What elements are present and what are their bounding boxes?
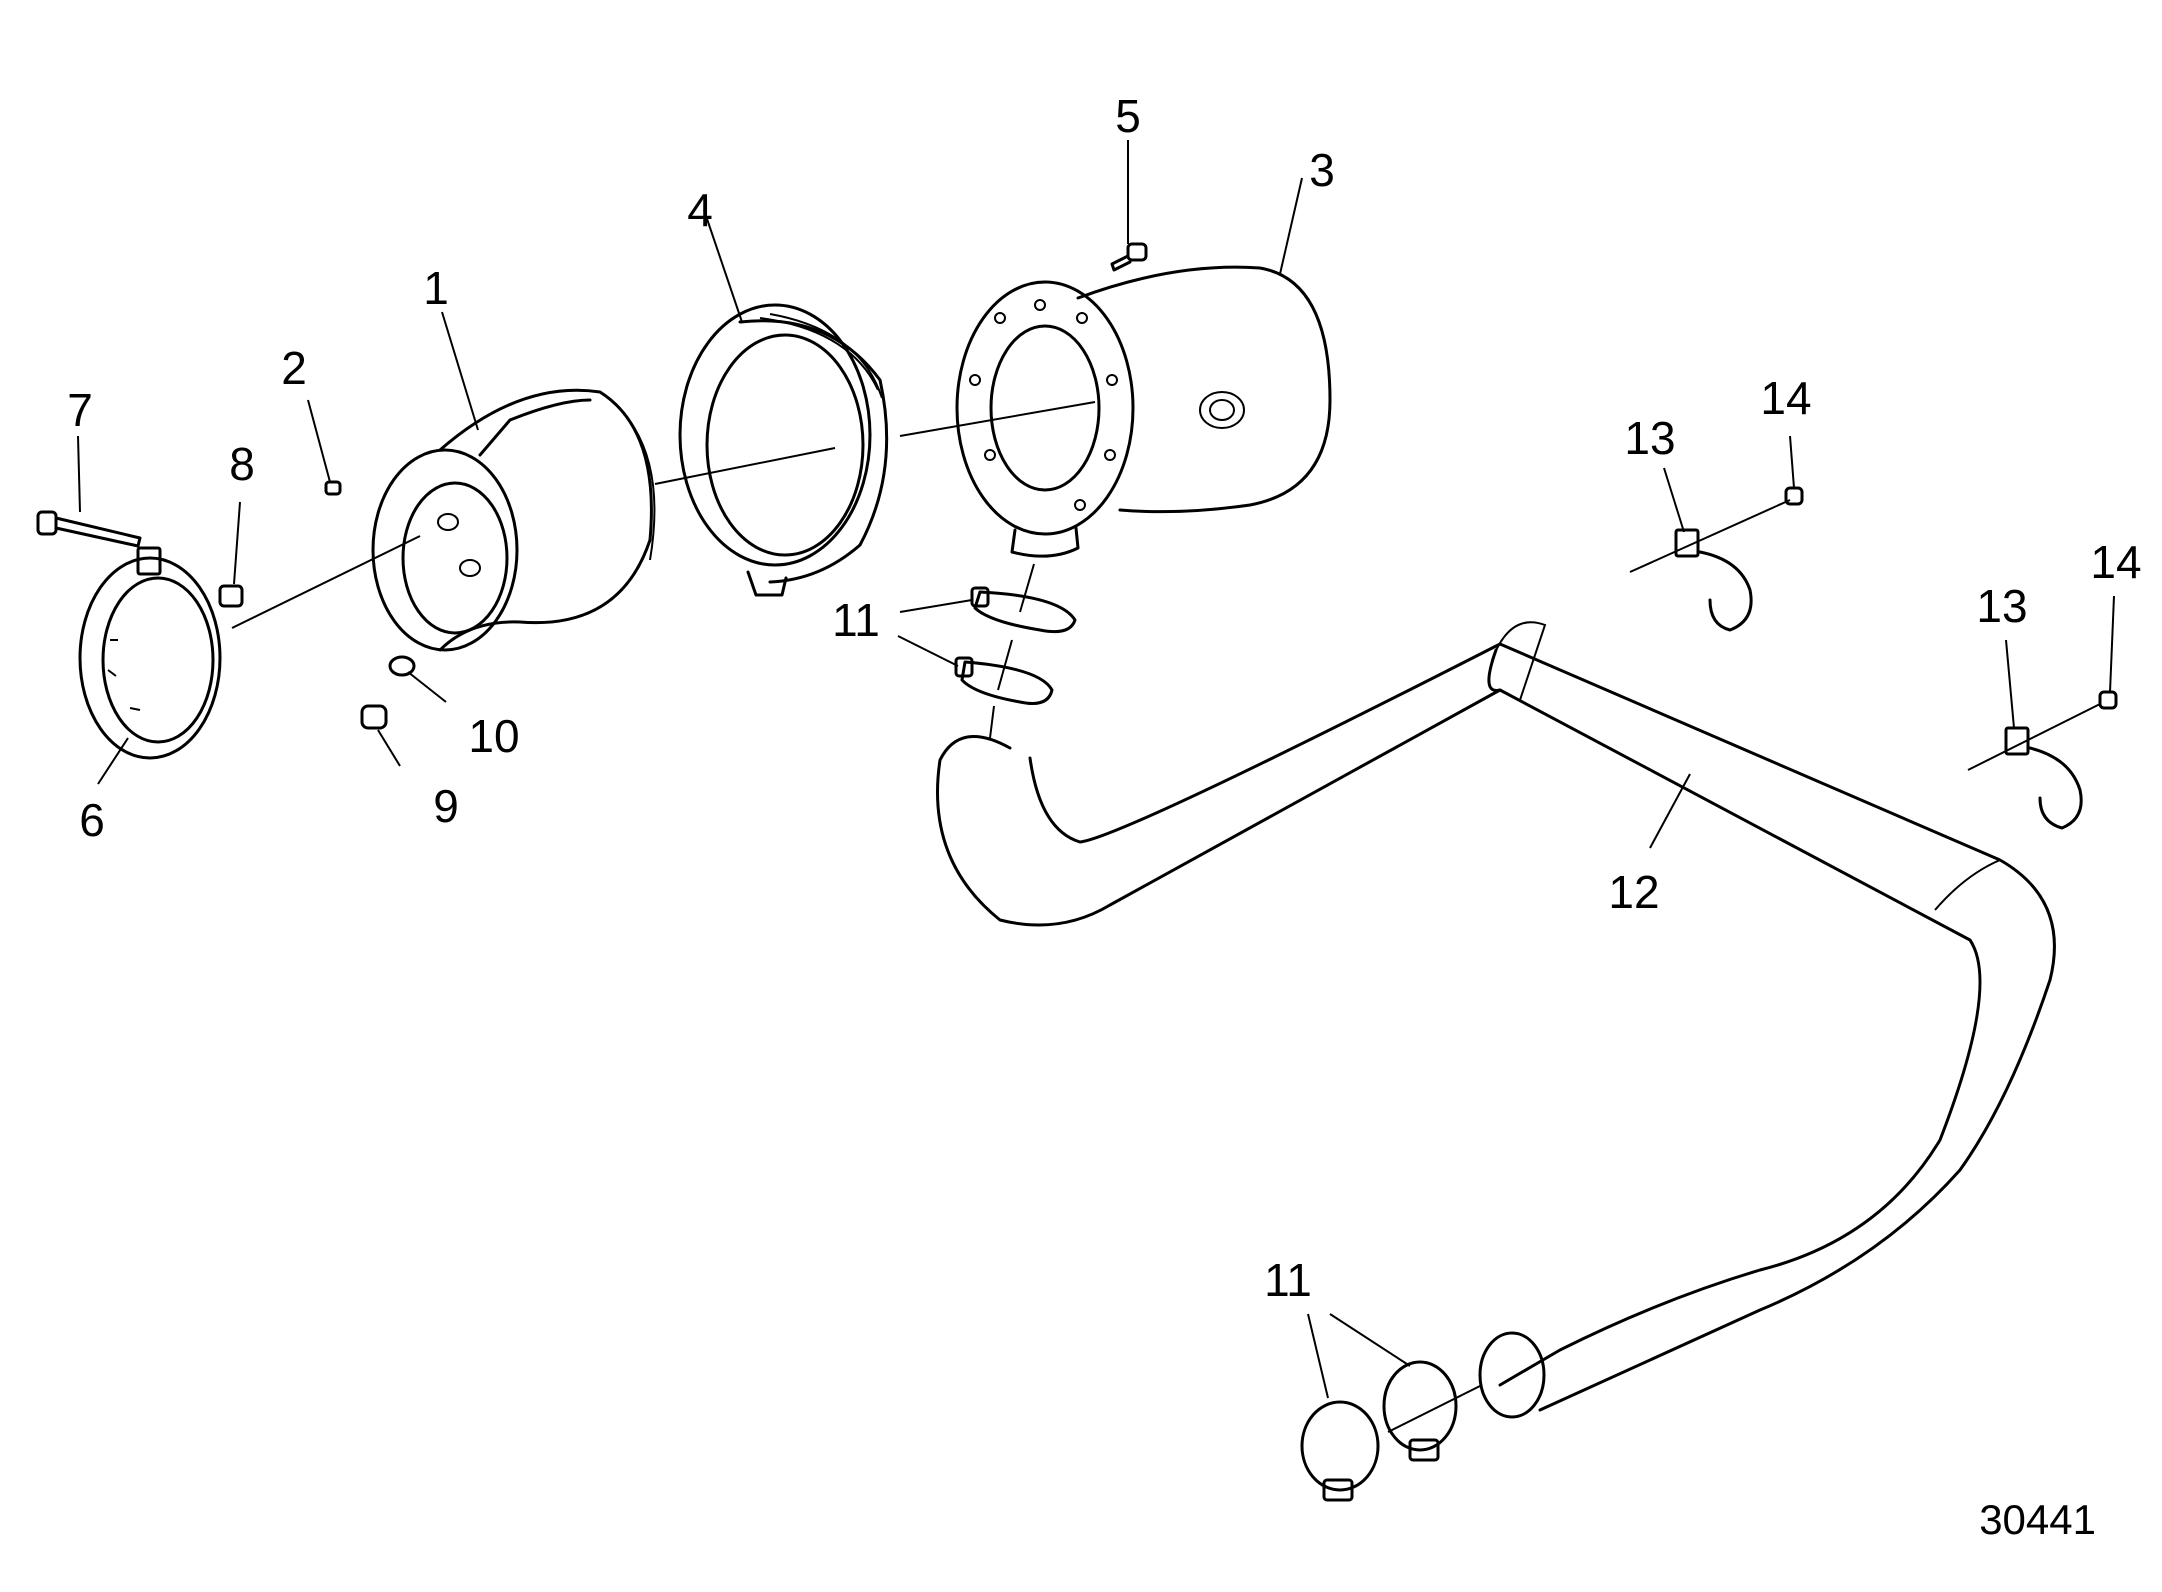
part-13-bracket-lower — [2004, 726, 2083, 830]
callout-5: 5 — [1115, 90, 1141, 142]
part-6-clamp — [78, 546, 222, 760]
part-14-screw-lower — [2098, 690, 2118, 710]
part-7-bolt — [36, 510, 142, 548]
callout-labels: 1 2 3 4 5 6 7 8 9 10 11 11 12 13 13 14 1… — [67, 90, 2141, 1306]
diagram-reference-number: 30441 — [1979, 1496, 2096, 1543]
callout-11-upper: 11 — [832, 594, 880, 646]
part-10-washer — [388, 655, 416, 677]
part-5-screw — [1110, 242, 1148, 272]
callout-1: 1 — [423, 262, 449, 314]
part-12-hose — [936, 621, 2056, 1419]
alignment-lines — [231, 401, 2101, 1433]
part-9-plug — [360, 704, 388, 730]
callout-13-lower: 13 — [1976, 580, 2027, 632]
callout-8: 8 — [229, 438, 255, 490]
callout-10: 10 — [468, 710, 519, 762]
callout-4: 4 — [687, 184, 713, 236]
callout-14-lower: 14 — [2090, 536, 2141, 588]
part-13-bracket-upper — [1674, 528, 1753, 632]
callout-11-lower: 11 — [1264, 1254, 1312, 1306]
callout-9: 9 — [433, 780, 459, 832]
part-11-clamps-upper — [954, 586, 1077, 705]
part-1-adapter — [324, 388, 656, 652]
part-4-ring — [678, 303, 889, 597]
callout-3: 3 — [1309, 144, 1335, 196]
callout-2: 2 — [281, 342, 307, 394]
callout-14-upper: 14 — [1760, 372, 1811, 424]
part-3-housing — [955, 265, 1332, 558]
callout-leaders — [77, 140, 2115, 1399]
part-11-clamps-lower — [1300, 1360, 1458, 1502]
part-8-nut — [218, 584, 244, 608]
callout-7: 7 — [67, 384, 93, 436]
callout-6: 6 — [79, 794, 105, 846]
callout-12: 12 — [1608, 866, 1659, 918]
callout-13-upper: 13 — [1624, 412, 1675, 464]
